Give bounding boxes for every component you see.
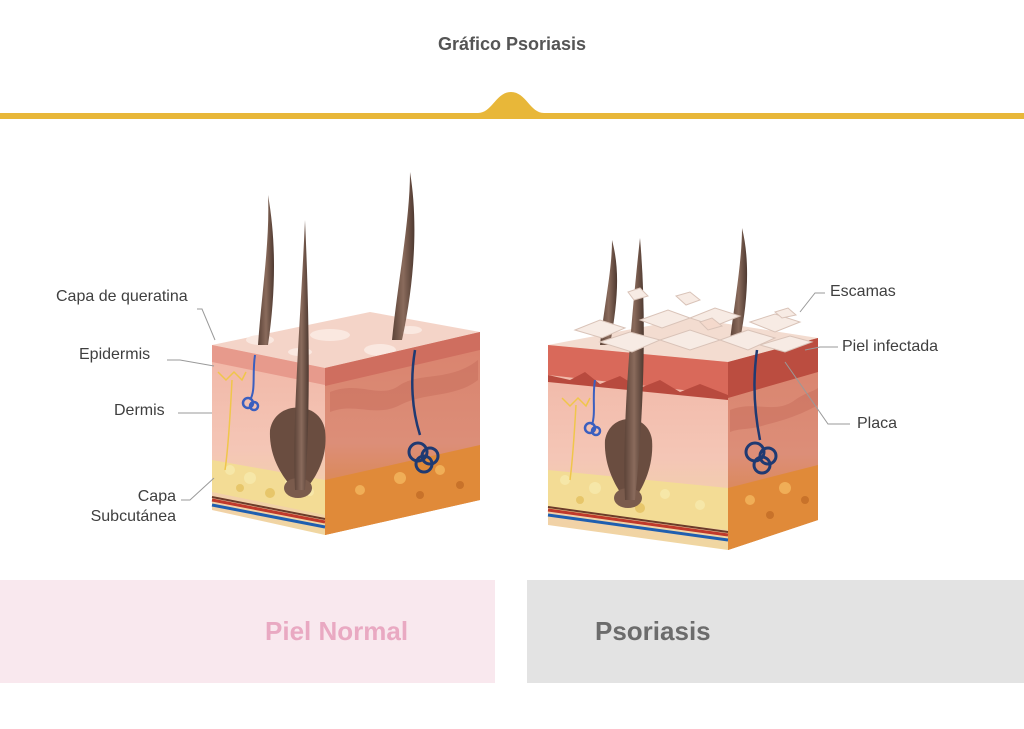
label-epidermis: Epidermis bbox=[79, 346, 151, 363]
label-plaque: Placa bbox=[857, 415, 898, 432]
psoriasis-caption: Psoriasis bbox=[595, 616, 711, 646]
label-dermis: Dermis bbox=[114, 402, 165, 419]
label-keratin-layer: Capa de queratina bbox=[56, 288, 188, 305]
normal-skin-caption: Piel Normal bbox=[265, 616, 409, 646]
normal-skin-block bbox=[211, 172, 480, 535]
label-scales: Escamas bbox=[830, 283, 896, 300]
psoriasis-skin-block bbox=[547, 228, 818, 550]
psoriasis-leader-lines bbox=[784, 292, 850, 425]
page-title: Gráfico Psoriasis bbox=[437, 34, 587, 54]
psoriasis-panel: Psoriasis bbox=[527, 580, 1024, 683]
label-subcutaneous-layer: Capa Subcutánea bbox=[78, 487, 176, 527]
accent-divider bbox=[0, 92, 1024, 119]
normal-leader-lines bbox=[167, 308, 216, 501]
label-infected-skin: Piel infectada bbox=[842, 338, 939, 355]
label-subcutaneous-line-1: Capa bbox=[137, 488, 176, 505]
normal-skin-panel: Piel Normal bbox=[0, 580, 495, 683]
label-subcutaneous-line-2: Subcutánea bbox=[90, 508, 176, 525]
skin-cross-section-diagram bbox=[167, 172, 850, 550]
